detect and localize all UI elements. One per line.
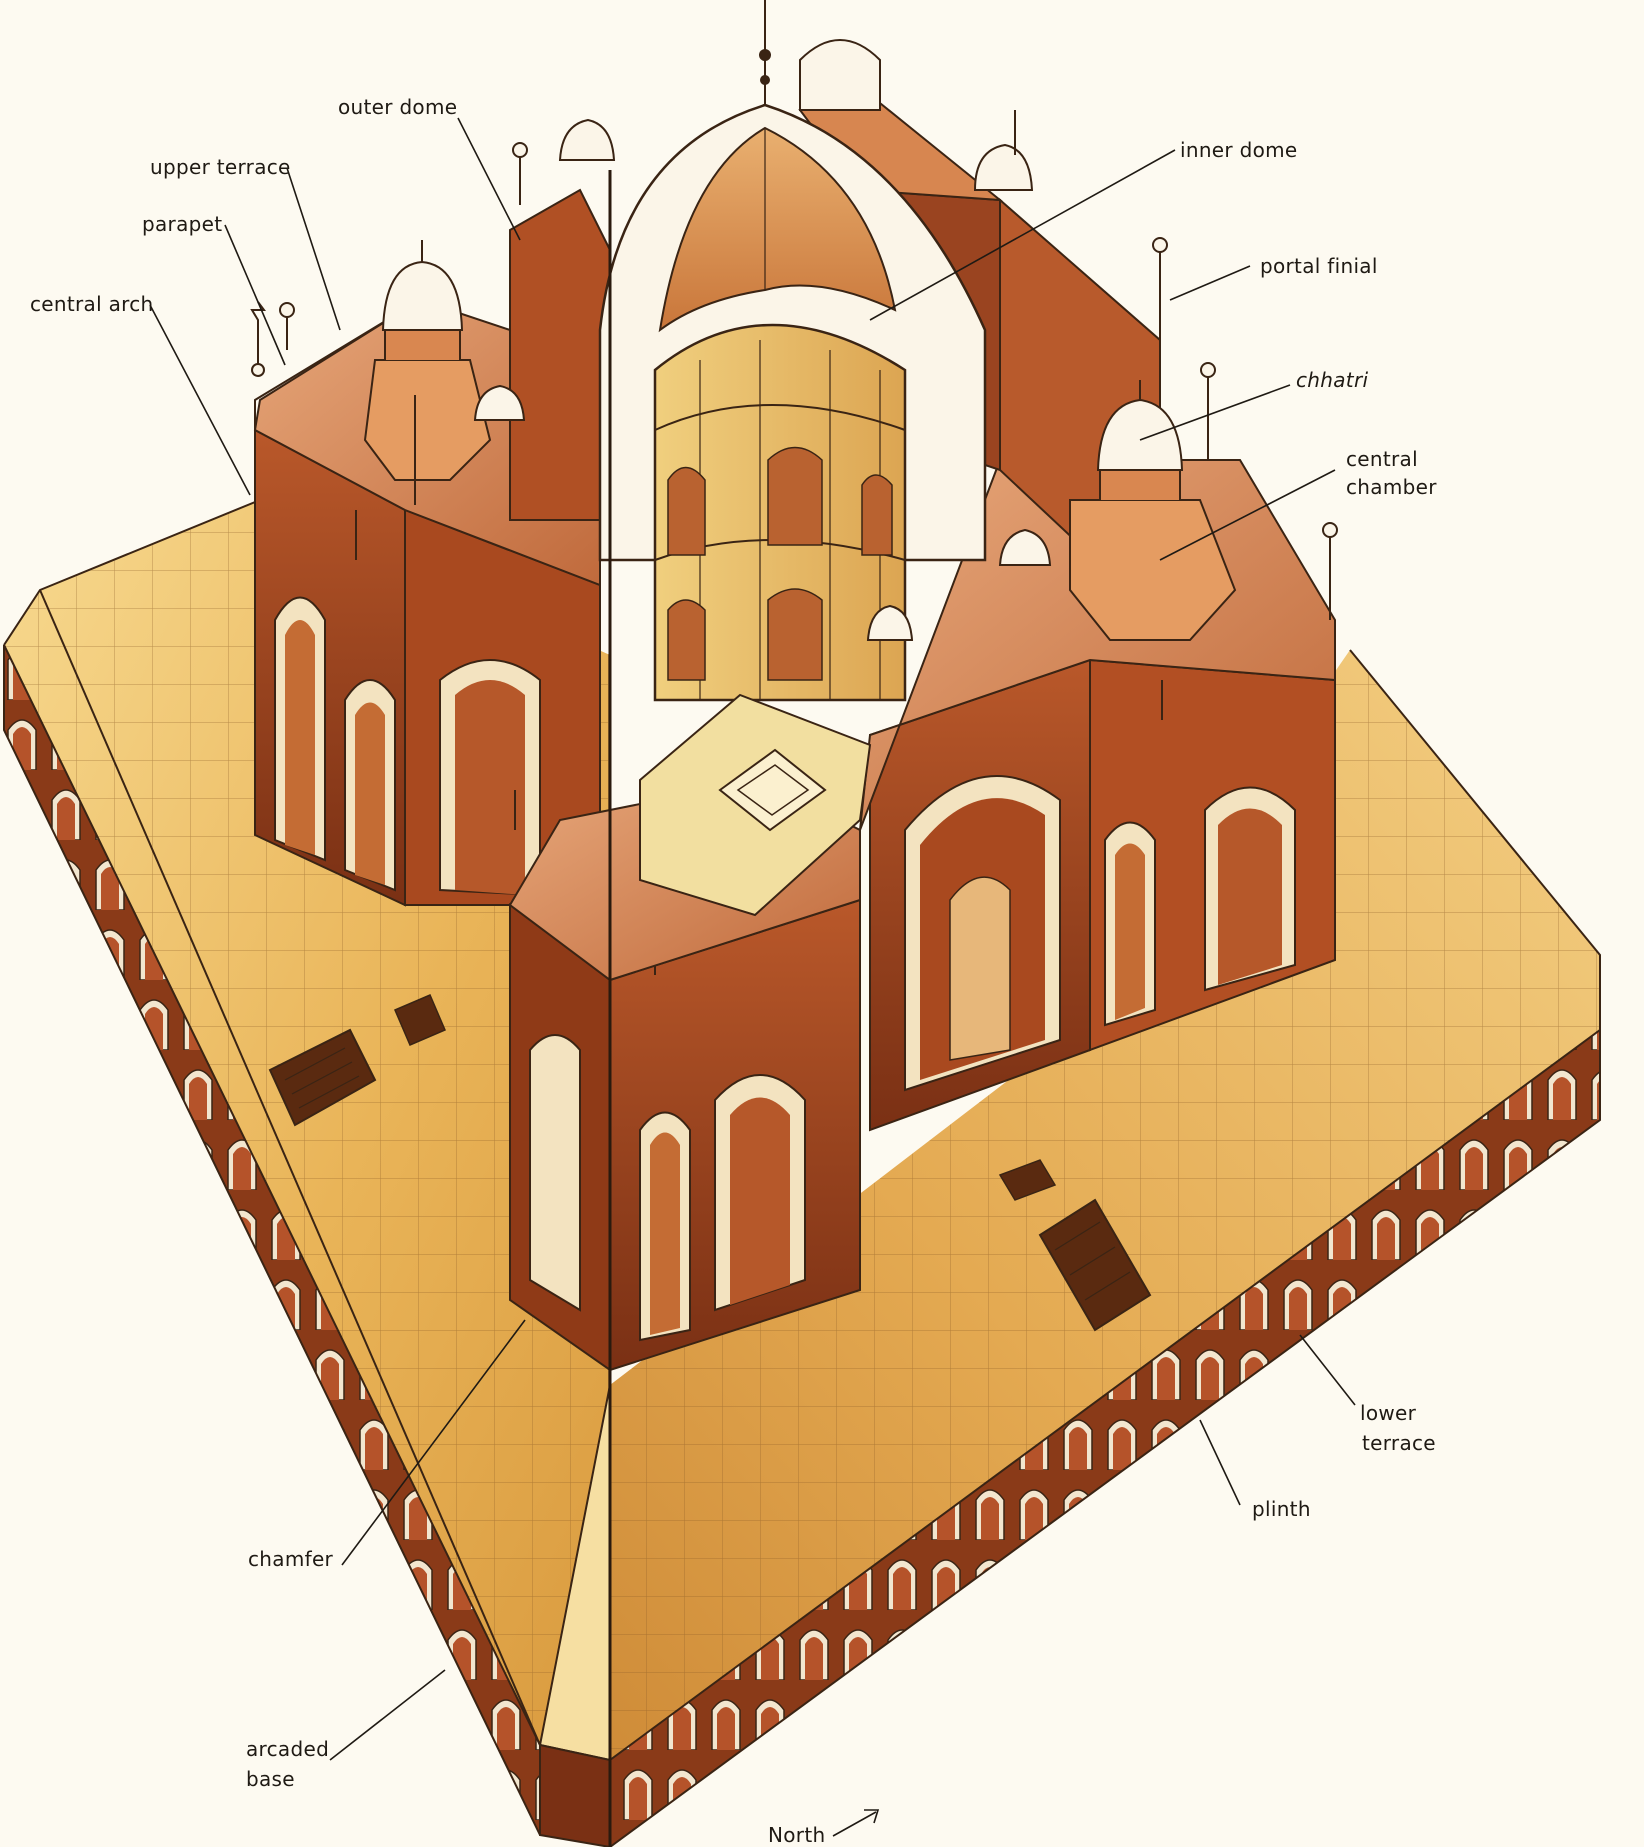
- label-north: North: [768, 1823, 825, 1847]
- chhatri-west: [363, 240, 492, 481]
- labels: outer dome upper terrace parapet central…: [30, 95, 1437, 1847]
- stair-opening-right: [1038, 1198, 1152, 1332]
- chhatri-north: [473, 39, 1052, 641]
- south-arches: [529, 1034, 806, 1342]
- label-arcaded-base-2: base: [246, 1767, 295, 1791]
- label-lower-terrace-2: terrace: [1362, 1431, 1436, 1455]
- label-parapet: parapet: [142, 212, 222, 236]
- inner-dome: [658, 126, 897, 333]
- label-portal-finial: portal finial: [1260, 254, 1378, 278]
- chhatri-east: [1069, 380, 1237, 641]
- west-arches: [274, 596, 541, 897]
- chamber-niches: [667, 446, 893, 681]
- label-upper-terrace: upper terrace: [150, 155, 291, 179]
- central-dome: [598, 103, 987, 917]
- label-inner-dome: inner dome: [1180, 138, 1298, 162]
- label-arcaded-base-1: arcaded: [246, 1737, 329, 1761]
- label-central-arch: central arch: [30, 292, 154, 316]
- label-chamfer: chamfer: [248, 1547, 334, 1571]
- label-outer-dome: outer dome: [338, 95, 457, 119]
- label-chhatri: chhatri: [1296, 368, 1368, 392]
- finials: [250, 0, 1338, 975]
- label-central-chamber-1: central: [1346, 447, 1418, 471]
- label-lower-terrace-1: lower: [1360, 1401, 1417, 1425]
- label-plinth: plinth: [1252, 1497, 1311, 1521]
- east-arches: [1104, 786, 1296, 1027]
- leader-lines: [149, 117, 1356, 1837]
- label-central-chamber-2: chamber: [1346, 475, 1437, 499]
